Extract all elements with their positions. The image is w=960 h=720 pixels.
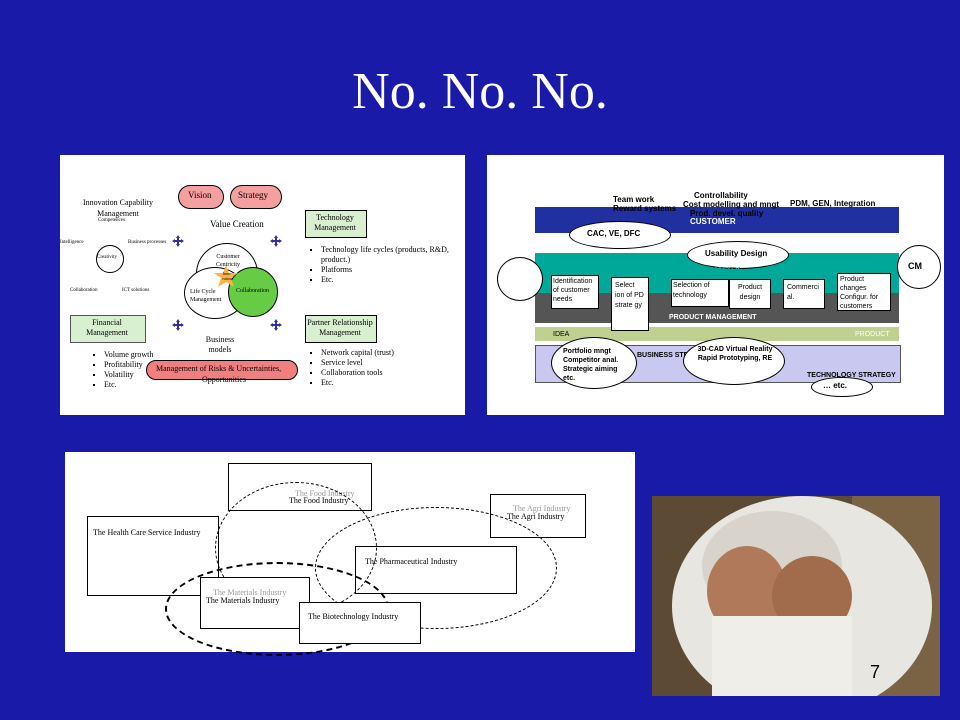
competences-label: Competences — [98, 218, 125, 223]
slide-number: 7 — [870, 662, 880, 683]
agri-label: The Agri Industry — [507, 512, 564, 521]
product-design-label: Product design — [733, 283, 767, 303]
financial-management-label: Financial Management — [72, 318, 142, 338]
portfolio-label: Portfolio mngt Competitor anal. Strategi… — [563, 347, 629, 383]
usability-label: Usability Design — [705, 249, 767, 258]
idea-label: IDEA — [553, 331, 569, 338]
selection-tech-label: Selection of technology — [673, 281, 727, 301]
bullet-etc: Etc. — [104, 380, 153, 390]
slide-title: No. No. No. — [0, 62, 960, 121]
biotechnology-label: The Biotechnology Industry — [308, 612, 398, 621]
collaboration-left-label: Collaboration — [70, 288, 98, 293]
idea-oval — [497, 257, 543, 301]
risks-label: Management of Risks & Uncertainties, — [156, 364, 281, 373]
opportunities-label: Opportunities — [202, 375, 246, 384]
ict-solutions-label: ICT solutions — [122, 288, 149, 293]
technology-management-label: Technology Management — [308, 213, 362, 233]
bullet-volume-growth: Volume growth — [104, 350, 153, 360]
customer-label: CUSTOMER — [690, 217, 736, 226]
three-d-label: 3D-CAD Virtual Reality Rapid Prototyping… — [693, 345, 777, 363]
collaboration-center-label: Collaboration — [236, 288, 269, 294]
bullet-service-level: Service level — [321, 358, 394, 368]
cac-label: CAC, VE, DFC — [587, 229, 640, 238]
frustrated-man-photo — [652, 496, 940, 696]
materials-label: The Materials Industry — [206, 596, 279, 605]
product-label: PRODUCT — [855, 331, 890, 338]
life-cycle-label: Life Cycle Management — [190, 288, 230, 304]
panel-innovation-framework: Innovation Capability Management Compete… — [60, 155, 465, 415]
business-processes-label: Business processes — [128, 240, 166, 245]
bullet-tech-etc: Etc. — [321, 275, 461, 285]
product-management-label: PRODUCT MANAGEMENT — [669, 314, 757, 321]
value-creation-label: Value Creation — [210, 219, 264, 229]
panel-industries: The Food Industry The Food Industry The … — [65, 452, 635, 652]
cost-modelling-label: Cost modelling and mngt — [683, 200, 779, 209]
bullet-partner-etc: Etc. — [321, 378, 394, 388]
technology-bullets: Technology life cycles (products, R&D, p… — [305, 245, 461, 285]
innovation-capability-label: Innovation Capability Management — [78, 197, 158, 219]
identification-label: Identification of customer needs — [553, 277, 597, 304]
bullet-platforms: Platforms — [321, 265, 461, 275]
move-arrows-icon-4 — [270, 319, 282, 331]
controllability-label: Controllability — [694, 191, 748, 200]
health-care-label: The Health Care Service Industry — [93, 528, 213, 538]
quality-label: QUALITY — [705, 266, 740, 275]
etc-label: … etc. — [823, 381, 847, 390]
product-changes-label: Product changes Configur. for customers — [840, 275, 890, 311]
move-arrows-icon-1 — [172, 235, 184, 247]
bullet-collaboration-tools: Collaboration tools — [321, 368, 394, 378]
creativity-label: Creativity — [97, 255, 117, 260]
pdm-label: PDM, GEN, Integration — [790, 199, 875, 208]
partner-bullets: Network capital (trust) Service level Co… — [305, 348, 394, 388]
vision-label: Vision — [188, 190, 211, 200]
customer-centricity-label: Customer Centricity — [210, 253, 246, 269]
select-label: Select ion of PD strate gy — [615, 281, 645, 311]
strategy-label: Strategy — [238, 190, 268, 200]
innovation-small-label: Inno- vation — [218, 271, 236, 281]
bullet-tech-life-cycles: Technology life cycles (products, R&D, p… — [321, 245, 461, 265]
biotechnology-box — [299, 602, 421, 644]
cm-label: CM — [908, 261, 922, 271]
bullet-network-capital: Network capital (trust) — [321, 348, 394, 358]
reward-systems-label: Reward systems — [613, 204, 676, 213]
team-work-label: Team work — [613, 195, 654, 204]
move-arrows-icon-3 — [270, 235, 282, 247]
move-arrows-icon-2 — [172, 319, 184, 331]
panel-product-development: CM Team work Reward systems Controllabil… — [487, 155, 944, 415]
business-models-label: Business models — [200, 335, 240, 355]
commercial-label: Commerci al. — [787, 283, 821, 303]
financial-bullets: Volume growth Profitability Volatility E… — [88, 350, 153, 390]
partner-relationship-label: Partner Relationship Management — [306, 318, 374, 338]
intelligence-label: Intelligence — [60, 240, 84, 245]
frustrated-man-illustration — [652, 496, 940, 696]
